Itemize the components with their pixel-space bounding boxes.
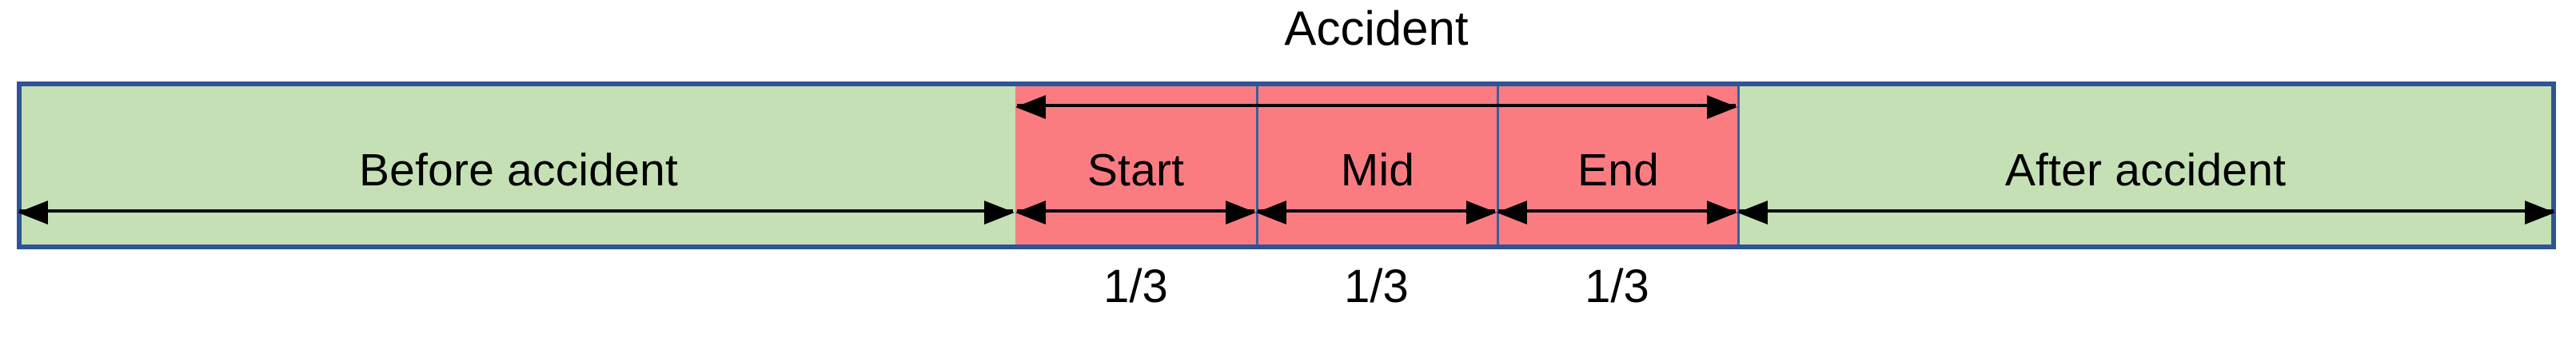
fraction-label-start: 1/3 <box>1103 260 1168 312</box>
segment-mid-label: Mid <box>1340 144 1415 196</box>
segment-after-accident: After accident <box>1737 86 2551 245</box>
accident-title: Accident <box>1284 2 1469 55</box>
segment-before-accident-label: Before accident <box>358 144 679 196</box>
segment-after-accident-label: After accident <box>2004 144 2287 196</box>
segment-before-accident: Before accident <box>22 86 1015 245</box>
segment-start-label: Start <box>1087 144 1185 196</box>
segment-mid: Mid <box>1256 86 1497 245</box>
segment-start: Start <box>1015 86 1256 245</box>
fraction-label-end: 1/3 <box>1585 260 1649 312</box>
segment-end: End <box>1497 86 1737 245</box>
segment-end-label: End <box>1577 144 1660 196</box>
fraction-label-mid: 1/3 <box>1344 260 1409 312</box>
timeline-bar: Before accident Start Mid End After acci… <box>17 82 2556 249</box>
